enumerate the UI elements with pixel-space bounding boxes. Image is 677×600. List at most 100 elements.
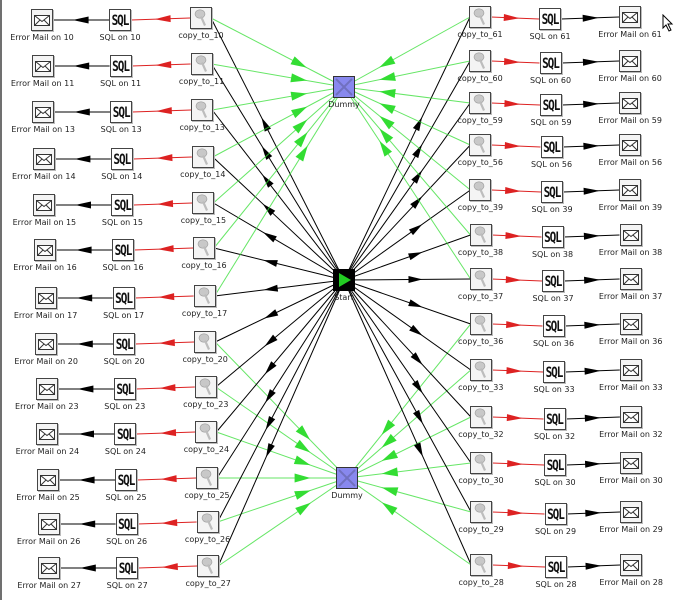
error-mail-node-20[interactable]: Error Mail on 20 — [6, 333, 86, 366]
error-mail-node-14[interactable]: Error Mail on 14 — [4, 148, 84, 181]
error-mail-node-33[interactable]: Error Mail on 33 — [591, 359, 671, 392]
shell-spoon-icon — [192, 192, 215, 214]
sql-label: SQL on 37 — [532, 294, 574, 303]
copy-node-32[interactable]: copy_to_32 — [441, 406, 521, 439]
copy-node-39[interactable]: copy_to_39 — [440, 179, 520, 212]
copy-node-61[interactable]: copy_to_61 — [440, 6, 520, 39]
copy-label: copy_to_24 — [183, 445, 230, 454]
copy-node-20[interactable]: copy_to_20 — [165, 331, 245, 364]
edge-start-to-copy_to_30 — [343, 279, 472, 464]
shell-spoon-icon — [190, 53, 213, 75]
arrow-copy_to_26-to-sql — [161, 519, 178, 527]
envelope-icon — [619, 92, 642, 114]
arrow-sql-to-mail-32 — [584, 414, 601, 422]
error-mail-node-23[interactable]: Error Mail on 23 — [7, 378, 87, 411]
error-mail-node-27[interactable]: Error Mail on 27 — [9, 557, 89, 590]
error-mail-node-11[interactable]: Error Mail on 11 — [3, 55, 83, 88]
copy-node-33[interactable]: copy_to_33 — [441, 359, 521, 392]
copy-label: copy_to_11 — [178, 77, 225, 86]
copy-node-24[interactable]: copy_to_24 — [166, 421, 246, 454]
error-mail-node-61[interactable]: Error Mail on 61 — [590, 6, 670, 39]
error-mail-node-24[interactable]: Error Mail on 24 — [7, 423, 87, 456]
copy-node-15[interactable]: copy_to_15 — [163, 192, 243, 225]
arrow-sql-to-mail-30 — [584, 460, 602, 468]
error-mail-node-36[interactable]: Error Mail on 36 — [591, 313, 671, 346]
error-mail-node-38[interactable]: Error Mail on 38 — [591, 224, 671, 257]
copy-node-26[interactable]: copy_to_26 — [168, 511, 248, 544]
sql-label: SQL on 36 — [532, 339, 575, 348]
arrow-copy_to_10-to-dummy — [290, 56, 307, 68]
copy-node-23[interactable]: copy_to_23 — [166, 376, 246, 409]
error-mail-node-32[interactable]: Error Mail on 32 — [591, 406, 671, 439]
sql-node-36[interactable]: SQL SQL on 36 — [514, 315, 594, 348]
copy-node-14[interactable]: copy_to_14 — [163, 146, 243, 179]
copy-node-27[interactable]: copy_to_27 — [168, 555, 248, 588]
error-mail-node-13[interactable]: Error Mail on 13 — [3, 101, 83, 134]
copy-node-30[interactable]: copy_to_30 — [441, 452, 521, 485]
error-mail-node-26[interactable]: Error Mail on 26 — [9, 513, 89, 546]
error-mail-node-28[interactable]: Error Mail on 28 — [591, 554, 671, 587]
error-mail-node-39[interactable]: Error Mail on 39 — [590, 179, 670, 212]
copy-node-17[interactable]: copy_to_17 — [165, 285, 245, 318]
shell-spoon-icon — [469, 179, 492, 201]
copy-node-28[interactable]: copy_to_28 — [441, 554, 521, 587]
copy-node-10[interactable]: copy_to_10 — [161, 7, 241, 40]
copy-node-60[interactable]: copy_to_60 — [440, 50, 520, 83]
start-node[interactable]: Start — [304, 269, 384, 302]
dummy-node-bottom[interactable]: Dummy — [307, 467, 387, 500]
copy-node-36[interactable]: copy_to_36 — [441, 313, 521, 346]
error-mail-node-25[interactable]: Error Mail on 25 — [8, 469, 88, 502]
error-mail-node-60[interactable]: Error Mail on 60 — [590, 50, 670, 83]
error-mail-node-10[interactable]: Error Mail on 10 — [2, 9, 82, 42]
copy-node-56[interactable]: copy_to_56 — [440, 134, 520, 167]
copy-node-16[interactable]: copy_to_16 — [164, 237, 244, 270]
dummy-node-top[interactable]: Dummy — [304, 76, 384, 109]
error-mail-node-29[interactable]: Error Mail on 29 — [591, 501, 671, 534]
arrow-copy_to_61-to-sql — [503, 14, 520, 22]
copy-node-29[interactable]: copy_to_29 — [441, 501, 521, 534]
error-mail-node-56[interactable]: Error Mail on 56 — [590, 134, 670, 167]
error-mail-node-15[interactable]: Error Mail on 15 — [4, 194, 84, 227]
error-mail-node-16[interactable]: Error Mail on 16 — [5, 239, 85, 272]
copy-node-37[interactable]: copy_to_37 — [441, 268, 521, 301]
edge-copy_to_20-to-dummy — [214, 341, 348, 479]
copy-node-38[interactable]: copy_to_38 — [441, 224, 521, 257]
copy-node-13[interactable]: copy_to_13 — [162, 99, 242, 132]
error-mail-node-37[interactable]: Error Mail on 37 — [591, 268, 671, 301]
sql-label: SQL on 29 — [534, 527, 577, 536]
copy-node-59[interactable]: copy_to_59 — [440, 92, 520, 125]
error-mail-node-30[interactable]: Error Mail on 30 — [591, 452, 671, 485]
error-mail-node-17[interactable]: Error Mail on 17 — [6, 287, 86, 320]
copy-node-11[interactable]: copy_to_11 — [162, 53, 242, 86]
arrow-sql-to-mail-14 — [74, 155, 91, 163]
error-mail-node-59[interactable]: Error Mail on 59 — [590, 92, 670, 125]
copy-node-25[interactable]: copy_to_25 — [167, 467, 247, 500]
sql-icon: SQL — [542, 315, 565, 337]
